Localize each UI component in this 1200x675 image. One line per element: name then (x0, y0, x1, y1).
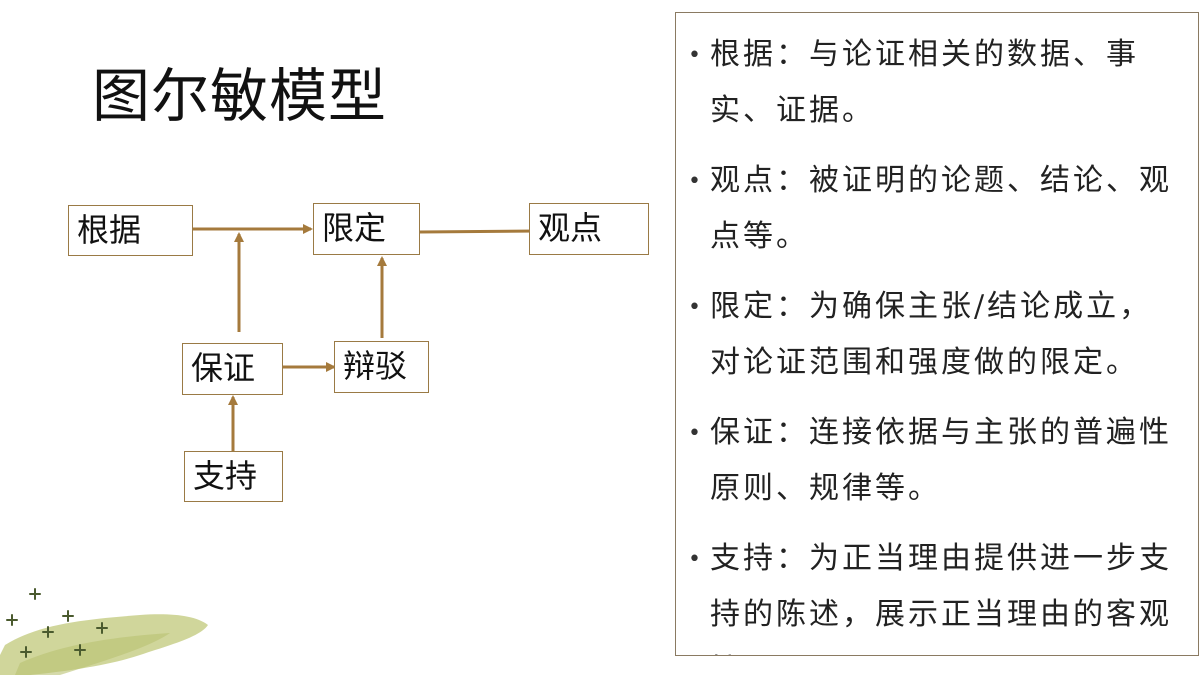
arrow-qualifier-to-claim (419, 226, 539, 237)
node-backing: 支持 (184, 451, 283, 502)
node-grounds: 根据 (68, 205, 193, 256)
diagram-connectors (193, 224, 539, 451)
bullet-icon: • (688, 43, 701, 68)
decorative-brush-stroke (0, 588, 208, 675)
definition-item-backing: • 支持：为正当理由提供进一步支持的陈述，展示正当理由的客观性。 (684, 531, 1182, 655)
bullet-icon: • (688, 421, 701, 446)
definition-item-grounds: • 根据：与论证相关的数据、事实、证据。 (684, 27, 1182, 139)
definition-text: 限定：为确保主张/结论成立，对论证范围和强度做的限定。 (710, 289, 1153, 380)
definition-item-warrant: • 保证：连接依据与主张的普遍性原则、规律等。 (684, 405, 1182, 517)
node-claim: 观点 (529, 203, 649, 255)
bullet-icon: • (688, 547, 701, 572)
node-qualifier: 限定 (313, 203, 420, 255)
definition-text: 保证：连接依据与主张的普遍性原则、规律等。 (710, 415, 1172, 506)
definition-item-qualifier: • 限定：为确保主张/结论成立，对论证范围和强度做的限定。 (684, 279, 1182, 391)
node-warrant: 保证 (182, 343, 283, 395)
bullet-icon: • (688, 169, 701, 194)
brush-stroke-shape (15, 633, 170, 675)
slide-title: 图尔敏模型 (92, 62, 388, 130)
definition-item-claim: • 观点：被证明的论题、结论、观点等。 (684, 153, 1182, 265)
definition-text: 根据：与论证相关的数据、事实、证据。 (710, 37, 1139, 128)
node-rebuttal: 辩驳 (334, 341, 429, 393)
definition-text: 支持：为正当理由提供进一步支持的陈述，展示正当理由的客观性。 (710, 541, 1172, 655)
definitions-panel: • 根据：与论证相关的数据、事实、证据。 • 观点：被证明的论题、结论、观点等。… (675, 12, 1199, 656)
bullet-icon: • (688, 295, 701, 320)
sparkle-icon (6, 588, 108, 658)
definition-text: 观点：被证明的论题、结论、观点等。 (710, 163, 1172, 254)
